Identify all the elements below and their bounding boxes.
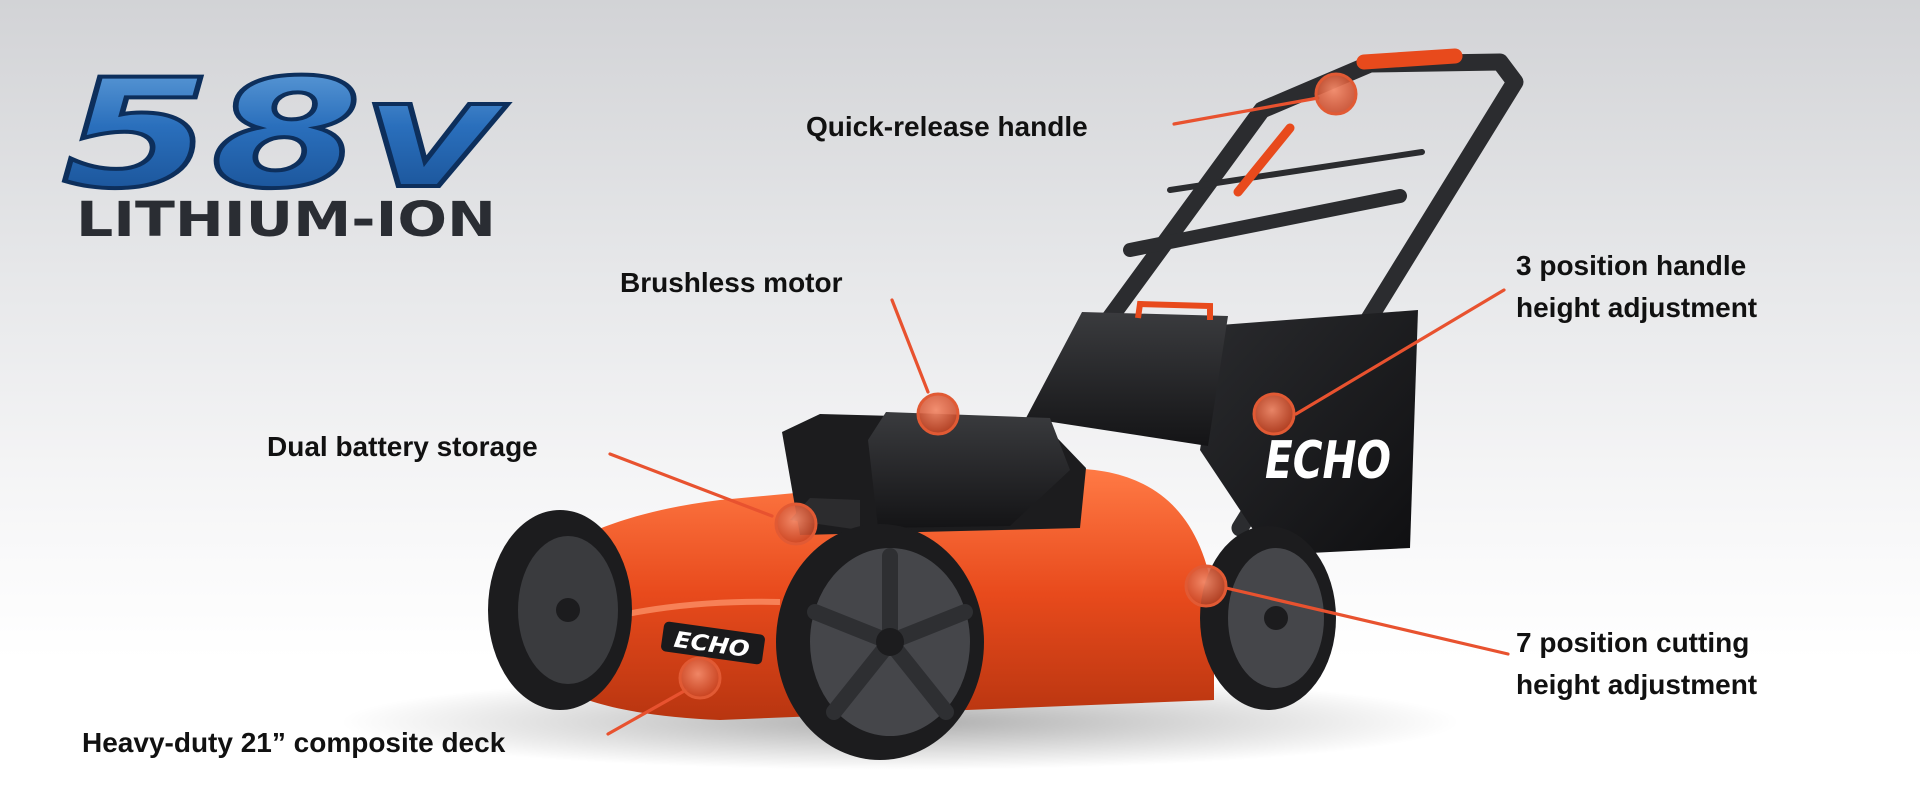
grass-bag: ECHO [1200, 310, 1418, 555]
callout-line-cutting-height [1224, 586, 1510, 656]
callout-lines [606, 96, 1510, 736]
callout-line-deck [606, 688, 688, 736]
callout-line-handle-height [1294, 288, 1506, 416]
engine-housing [782, 412, 1086, 535]
label-composite-deck: Heavy-duty 21” composite deck [82, 727, 506, 758]
mower-handle [1079, 48, 1524, 537]
callout-dot-quick-release [1314, 72, 1358, 116]
logo-voltage: 58v [62, 48, 508, 222]
left-front-wheel [488, 510, 632, 710]
callout-line-dual-battery [608, 452, 774, 518]
label-handle-height-line1: 3 position handle [1516, 250, 1747, 281]
bag-brand-logo: ECHO [1265, 431, 1391, 491]
label-handle-height-line2: height adjustment [1516, 292, 1758, 323]
rear-hood [1026, 300, 1228, 446]
label-cutting-height-line1: 7 position cutting [1516, 627, 1750, 658]
callout-line-quick-release [1172, 96, 1320, 126]
label-cutting-height-adjustment: 7 position cutting height adjustment [1516, 622, 1757, 706]
logo-subtitle: LITHIUM-ION [76, 192, 496, 248]
lawn-mower: ECHO ECHO [488, 48, 1524, 760]
callout-dot-cutting-height [1184, 564, 1228, 608]
callout-line-brushless-motor [890, 298, 930, 394]
callout-dot-dual-battery [774, 502, 818, 546]
58v-lithium-ion-logo: 58v LITHIUM-ION [60, 46, 510, 248]
label-cutting-height-line2: height adjustment [1516, 669, 1758, 700]
callout-dot-deck [678, 656, 722, 700]
callout-dot-handle-height [1252, 392, 1296, 436]
callout-dot-brushless-motor [916, 392, 960, 436]
label-dual-battery-storage: Dual battery storage [267, 431, 538, 462]
label-handle-height-adjustment: 3 position handle height adjustment [1516, 245, 1757, 329]
label-quick-release-handle: Quick-release handle [806, 111, 1088, 142]
label-brushless-motor: Brushless motor [620, 267, 843, 298]
right-front-wheel [776, 524, 984, 760]
callout-dots [678, 72, 1358, 700]
rear-wheel [1200, 526, 1336, 710]
